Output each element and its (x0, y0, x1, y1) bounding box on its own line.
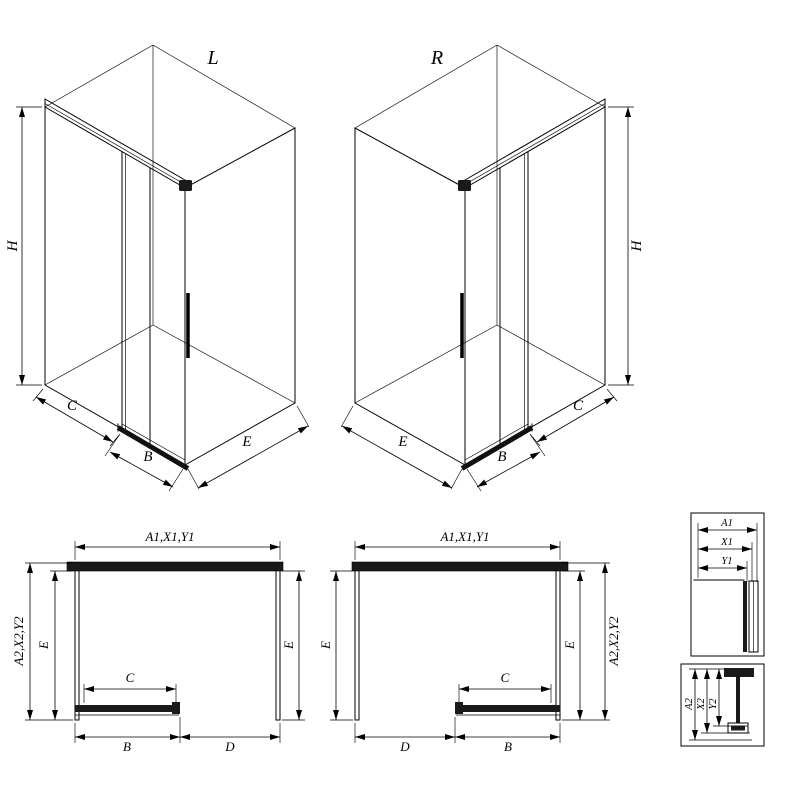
dim-label-e-right: E (562, 641, 577, 650)
dim-label-e: E (241, 434, 251, 450)
dim-label-a1: A1,X1,Y1 (144, 529, 194, 544)
glass-section (743, 581, 747, 652)
dim-line-c (35, 396, 114, 443)
dim-line-b (476, 451, 541, 488)
variant-label-r: R (430, 47, 443, 69)
dim-label-b: B (143, 449, 152, 465)
door-end-profile (455, 702, 463, 714)
dim-label-c: C (126, 670, 135, 685)
detail-view-top-profile: A1 X1 Y1 (690, 512, 765, 657)
dim-label-a2: A2 (684, 697, 695, 710)
dim-label-a1: A1,X1,Y1 (439, 529, 489, 544)
dim-label-y1: Y1 (721, 556, 732, 567)
dim-line-b (109, 451, 174, 488)
dim-label-h: H (5, 239, 21, 252)
side-walls (354, 570, 561, 721)
detail-view-bottom-profile: A2 X2 Y2 (680, 663, 765, 747)
back-wall-profile (351, 561, 569, 572)
extension-lines (25, 541, 305, 743)
dim-label-c: C (573, 398, 584, 414)
dim-label-e: E (397, 434, 407, 450)
dim-label-b: B (123, 739, 131, 754)
track-section (727, 722, 749, 734)
dim-label-e-left: E (318, 641, 333, 650)
dim-label-e-right: E (281, 641, 296, 650)
reference-lines (697, 523, 758, 582)
extension-lines (16, 106, 310, 492)
dim-line-e (341, 425, 453, 489)
dim-label-y2: Y2 (708, 698, 719, 710)
glass-hidden-edges (44, 44, 296, 461)
plan-view-right: A1,X1,Y1 E E A2,X2,Y2 C D B (318, 529, 621, 754)
dim-label-e-left: E (36, 641, 51, 650)
iso-view-right: R H C B E (340, 44, 645, 492)
enclosure-outline (44, 98, 296, 466)
dim-line-c (536, 396, 615, 443)
dim-line-e (197, 425, 309, 489)
dim-label-c: C (501, 670, 510, 685)
dim-label-d: D (224, 739, 235, 754)
enclosure-outline (354, 98, 606, 466)
dim-label-c: C (67, 398, 78, 414)
glass-section (736, 677, 740, 723)
sliding-door-panel (75, 705, 179, 712)
dim-label-a2: A2,X2,Y2 (11, 616, 26, 667)
variant-label-l: L (206, 47, 218, 69)
side-walls (74, 570, 281, 721)
bottom-track (460, 425, 534, 471)
corner-bracket (179, 180, 192, 191)
dim-label-x2: X2 (696, 697, 707, 710)
dim-label-x1: X1 (720, 537, 733, 548)
back-wall-profile (66, 561, 284, 572)
dim-label-h: H (629, 239, 645, 252)
sliding-door-panel (456, 705, 560, 712)
dim-label-a2: A2,X2,Y2 (606, 616, 621, 667)
detail-frame (690, 512, 765, 657)
plan-view-left: A1,X1,Y1 A2,X2,Y2 E E C B D (11, 529, 305, 754)
dim-label-a1: A1 (720, 518, 733, 529)
dim-label-d: D (399, 739, 410, 754)
extension-lines (330, 541, 610, 743)
rail-profile-section (724, 668, 754, 677)
bottom-track (116, 425, 190, 471)
detail-frame (680, 663, 765, 747)
extension-lines (340, 106, 634, 492)
corner-bracket (458, 180, 471, 191)
door-end-profile (172, 702, 180, 714)
iso-view-left: L H C B E (5, 44, 310, 492)
glass-hidden-edges (354, 44, 606, 461)
track-insert (731, 725, 745, 731)
dim-label-b: B (504, 739, 512, 754)
dim-label-b: B (497, 449, 506, 465)
